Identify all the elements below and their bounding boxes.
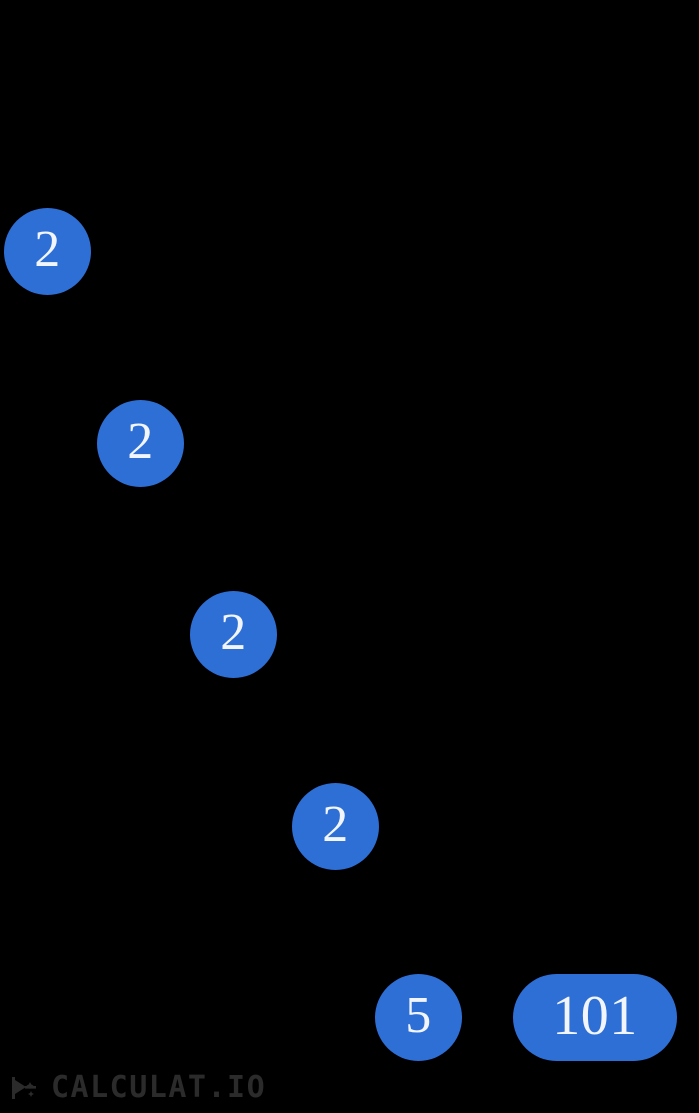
factor-node-label: 2	[127, 412, 154, 470]
watermark: CALCULAT.IO	[8, 1069, 266, 1107]
watermark-text: CALCULAT.IO	[51, 1070, 267, 1105]
factor-node-label: 2	[220, 603, 247, 661]
factor-node: 2	[97, 400, 184, 487]
factor-node: 101	[513, 974, 677, 1061]
factor-node-label: 101	[552, 984, 638, 1047]
factor-node: 2	[4, 208, 91, 295]
factor-node-label: 2	[34, 220, 61, 278]
factor-node: 5	[375, 974, 462, 1061]
factor-node: 2	[190, 591, 277, 678]
factor-node: 2	[292, 783, 379, 870]
factor-node-label: 2	[322, 795, 349, 853]
factor-node-label: 5	[405, 986, 432, 1044]
calculatio-logo-icon	[12, 1077, 36, 1099]
